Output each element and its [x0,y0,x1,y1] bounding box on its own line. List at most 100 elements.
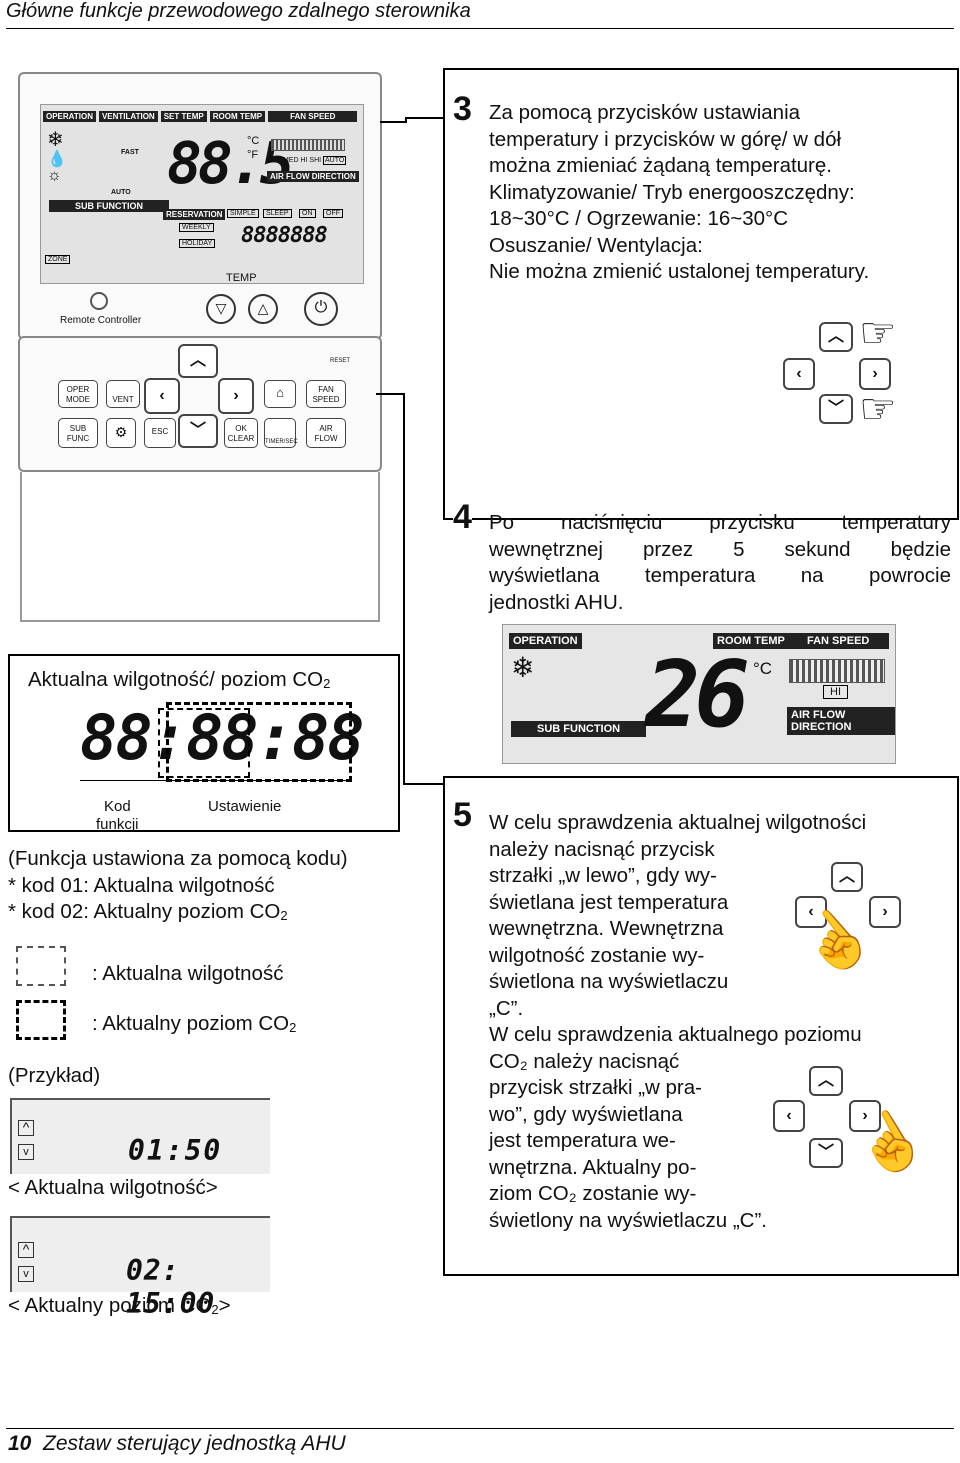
step5-line: wewnętrzna. Wewnętrzna [489,917,724,940]
snowflake-icon: ❄ [511,652,535,683]
unit-celsius: °C [247,135,260,147]
oper-mode-button[interactable]: OPER MODE [58,380,98,408]
tab-operation: OPERATION [43,111,96,122]
remote-lcd: OPERATION VENTILATION SET TEMP ROOM TEMP… [40,104,364,284]
snowflake-icon: ❄ [47,129,64,151]
funkcji-label: funkcji [96,816,139,833]
footer-rule [6,1428,954,1429]
tab-ventilation: VENTILATION [98,111,158,122]
step5-number: 5 [453,796,472,834]
timer-sec-button[interactable]: TIMER/SEC [264,418,298,448]
display-fan-bar [789,659,885,683]
tab-fan-speed: FAN SPEED [268,111,358,122]
auto-label: AUTO [111,189,131,196]
step5-line: przycisk strzałki „w pra- [489,1076,702,1099]
display-temp-value: 26 [645,641,750,748]
reservation-label: RESERVATION [163,209,226,220]
left-arrow-button[interactable]: ‹ [144,378,180,414]
step4-section: 4 Po naciśnięciu przycisku temperatury w… [445,490,951,780]
unit-fahrenheit: °F [247,149,259,161]
settings-button[interactable]: ⚙ [106,418,136,448]
chevron-up-icon: ^ [18,1242,34,1258]
reset-label: RESET [330,358,351,364]
power-button[interactable]: ⏻ [304,292,338,326]
fan-speed-button[interactable]: FAN SPEED [306,380,346,408]
chevron-down-icon: ﹀ [819,394,853,424]
lcd-tabs: OPERATION VENTILATION SET TEMP ROOM TEMP… [43,111,358,122]
drop-icon: 💧 [47,151,67,168]
step3-line: Klimatyzowanie/ Tryb energooszczędny: [489,180,855,204]
down-arrow-button[interactable]: ﹀ [178,414,218,448]
air-flow-button[interactable]: AIR FLOW [306,418,346,448]
step5-text: W celu sprawdzenia aktualnej wilgotności… [489,810,866,1234]
function-line-text: * kod 02: Aktualny poziom CO [8,900,281,923]
title-subscript: 2 [323,676,331,691]
example-label: (Przykład) [8,1064,101,1087]
step3-line: Za pomocą przycisków ustawiania [489,101,801,124]
remote-controller-bottom: ︿ ‹ › ﹀ RESET OPER MODE VENT ⌂ FAN SPEED… [18,336,382,472]
chevron-up-icon: ︿ [819,322,853,352]
step5-line: wilgotność zostanie wy- [489,943,705,967]
air-flow-direction: AIR FLOW DIRECTION [267,171,359,182]
chevron-up-icon: ︿ [809,1066,843,1096]
fan-levels: SLO MED HI SHI [267,157,322,164]
step5-line: świetlana jest temperatura [489,890,729,914]
sun-icon: ☼ [47,167,62,184]
sub-function-label: SUB FUNCTION [49,200,169,212]
legend-co2-label: : Aktualny poziom CO [92,1012,290,1035]
step5-line: W celu sprawdzenia aktualnej wilgotności [489,811,867,834]
legend-humidity-box [16,946,66,986]
temp-up-button[interactable]: △ [248,294,278,324]
on-label: ON [299,209,316,218]
example1-digits: 01:50 [128,1134,223,1167]
chevron-up-icon: ^ [18,1120,34,1136]
page-number: 10 [8,1432,32,1455]
example2-caption-end: > [218,1294,231,1317]
off-label: OFF [323,209,343,218]
legend-co2-text: : Aktualny poziom CO2 [92,1012,296,1036]
step3-line: Nie można zmienić ustalonej temperatury. [489,260,870,283]
temp-label: TEMP [226,272,257,284]
right-arrow-button[interactable]: › [218,378,254,414]
ok-clear-button[interactable]: OK CLEAR [224,418,258,448]
up-arrow-button[interactable]: ︿ [178,344,218,378]
step3-line: temperatury i przycisków w górę/ w dół [489,127,842,151]
home-button[interactable]: ⌂ [264,380,296,408]
example2-display: ^ v 02: 15:00 [10,1216,270,1320]
page-footer: 10 Zestaw sterujący jednostką AHU [8,1432,346,1456]
holiday-label: HOLIDAY [179,239,216,248]
display-room-temp: ROOM TEMP [713,633,789,649]
step5-line: wnętrzna. Aktualny po- [489,1155,697,1179]
header-rule [6,28,954,29]
tab-room-temp: ROOM TEMP [209,111,266,122]
function-line: (Funkcja ustawiona za pomocą kodu) [8,847,348,870]
chevron-down-icon: v [18,1266,34,1282]
sub-func-button[interactable]: SUB FUNC [58,418,98,448]
chevron-right-icon: › [859,358,891,390]
code-digits: 88:88:88 [80,701,365,774]
step5-line: świetlona na wyświetlaczu [489,970,729,993]
legend-co2-subscript: 2 [289,1020,297,1035]
footer-title: Zestaw sterujący jednostką AHU [43,1432,346,1455]
display-operation: OPERATION [509,633,582,649]
co2-dashed-box [166,702,352,782]
example2-caption-subscript: 2 [211,1302,219,1317]
step5-line: ziom CO₂ zostanie wy- [489,1182,697,1205]
example2-caption-text: < Aktualny poziom CO [8,1294,212,1317]
vent-button[interactable]: VENT [106,380,140,408]
ustawienie-label: Ustawienie [208,798,282,815]
esc-button[interactable]: ESC [144,418,176,448]
step5-line: CO₂ należy nacisnąć [489,1049,680,1073]
step5-line: jest temperatura we- [489,1129,676,1152]
display-sub-function: SUB FUNCTION [511,721,647,737]
temp-down-button[interactable]: ▽ [206,294,236,324]
step3-line: Osuszanie/ Wentylacja: [489,233,703,257]
example1-caption: < Aktualna wilgotność> [8,1176,218,1199]
chevron-left-icon: ‹ [773,1100,805,1132]
step3-line: 18~30°C / Ogrzewanie: 16~30°C [489,207,789,230]
legend-co2-box [16,1000,66,1040]
step3-box: 3 Za pomocą przycisków ustawiania temper… [443,68,959,520]
step4-number: 4 [453,498,472,537]
legend-humidity-text: : Aktualna wilgotność [92,962,284,985]
chevron-down-icon: v [18,1144,34,1160]
